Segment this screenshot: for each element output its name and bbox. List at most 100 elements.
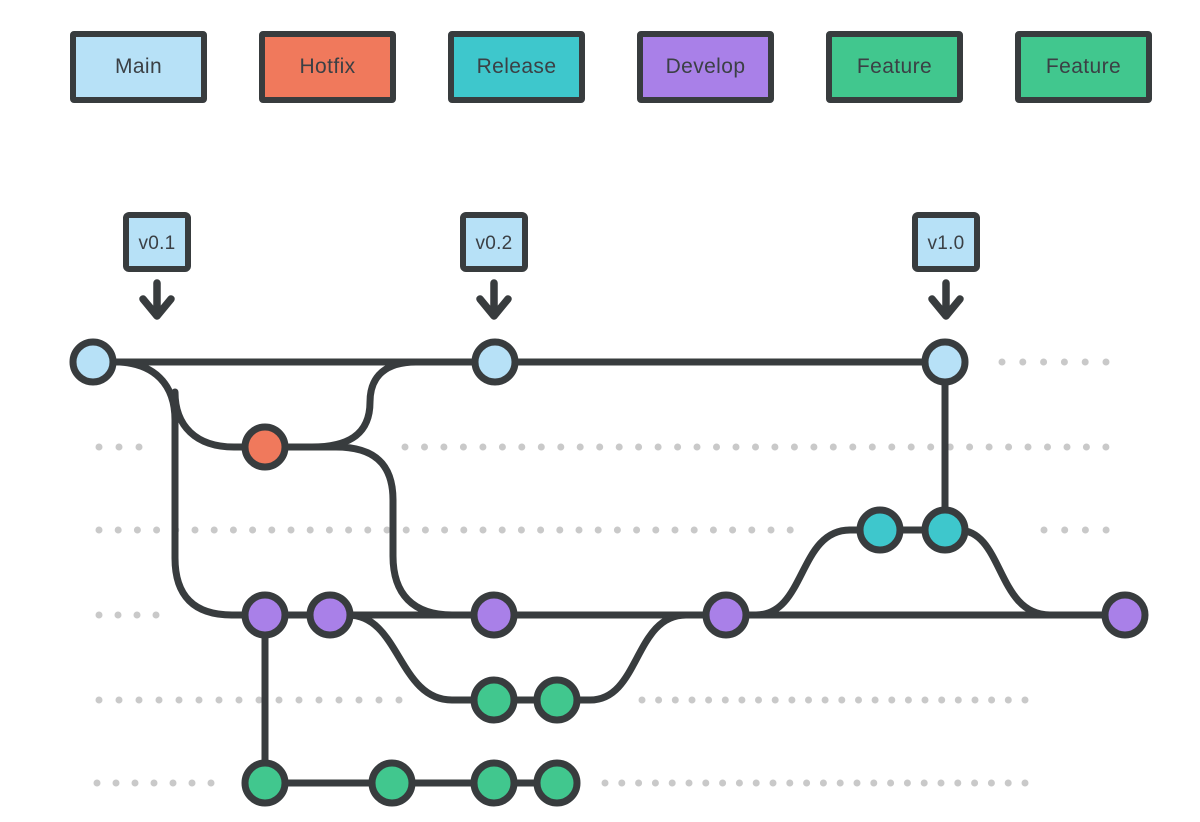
lane-dot xyxy=(295,696,303,704)
lane-dot xyxy=(927,443,935,451)
lane-dot xyxy=(1040,526,1048,534)
lane-dot xyxy=(748,526,756,534)
lane-dot xyxy=(903,779,911,787)
lane-dot xyxy=(920,779,928,787)
lane-dot xyxy=(95,443,103,451)
lane-dot xyxy=(133,526,141,534)
lane-dot xyxy=(421,443,428,451)
lane-dot xyxy=(618,779,626,787)
legend-item-feature-5: Feature xyxy=(1015,31,1152,103)
lane-dot xyxy=(575,526,583,534)
lane-dot xyxy=(966,443,974,451)
lane-dot xyxy=(971,696,979,704)
lane-dot xyxy=(907,443,915,451)
arrow-down-icon xyxy=(928,279,964,320)
lane-dot xyxy=(175,696,183,704)
arrow-down-icon xyxy=(476,279,512,320)
lane-dot xyxy=(498,443,506,451)
lane-dot xyxy=(1063,443,1071,451)
lane-dot xyxy=(517,526,525,534)
lane-dot xyxy=(702,779,710,787)
lane-dot xyxy=(441,526,449,534)
lane-dot xyxy=(306,526,314,534)
lane-dot xyxy=(849,443,857,451)
lane-dot xyxy=(771,696,779,704)
branch-develop-to-release xyxy=(752,526,884,619)
lane-dot xyxy=(752,779,760,787)
lane-dot xyxy=(287,526,295,534)
commit-main-2 xyxy=(471,338,519,386)
lane-dot xyxy=(688,696,696,704)
lane-dot xyxy=(383,526,391,534)
commit-feature1-1 xyxy=(470,676,518,724)
lane-dot xyxy=(685,779,693,787)
feature2-lane-dots-left xyxy=(93,779,215,787)
lane-dot xyxy=(735,779,743,787)
lane-dot xyxy=(557,443,565,451)
lane-dot xyxy=(671,526,679,534)
lane-dot xyxy=(652,526,660,534)
version-tag-v0.1: v0.1 xyxy=(123,212,191,320)
lane-dot xyxy=(1040,358,1048,366)
lane-dot xyxy=(479,443,487,451)
lane-dot xyxy=(421,526,429,534)
lane-dot xyxy=(887,779,895,787)
lane-dot xyxy=(655,696,663,704)
lane-dot xyxy=(868,443,876,451)
lane-dot xyxy=(788,696,796,704)
lane-dot xyxy=(375,696,383,704)
lane-dot xyxy=(395,696,403,704)
lane-dot xyxy=(767,526,775,534)
lane-dot xyxy=(674,443,682,451)
lane-dot xyxy=(229,526,237,534)
lane-dot xyxy=(613,526,621,534)
lane-dot xyxy=(135,443,143,451)
lane-dot xyxy=(268,526,276,534)
lane-dot xyxy=(855,696,862,704)
lane-dot xyxy=(938,696,946,704)
lane-dot xyxy=(153,526,161,534)
lane-dot xyxy=(1102,443,1110,451)
lane-dot xyxy=(131,779,139,787)
lane-dot xyxy=(771,443,779,451)
version-tag-label: v0.1 xyxy=(138,233,175,254)
lane-dot xyxy=(235,696,243,704)
lane-dot xyxy=(713,443,720,451)
lane-dot xyxy=(888,443,896,451)
release-lane-dots-right xyxy=(1040,526,1110,534)
lane-dot xyxy=(821,696,829,704)
lane-dot xyxy=(133,611,141,619)
lane-dot xyxy=(150,779,158,787)
lane-dot xyxy=(921,696,929,704)
lane-dot xyxy=(888,696,896,704)
hotfix-lane-dots-left xyxy=(95,443,143,451)
commits-layer xyxy=(69,338,1149,807)
lane-dot xyxy=(638,696,646,704)
lane-dot xyxy=(998,358,1006,366)
lane-dot xyxy=(738,696,746,704)
lane-dot xyxy=(786,779,794,787)
lane-dot xyxy=(601,779,609,787)
lane-dot xyxy=(654,443,662,451)
legend-item-develop-3: Develop xyxy=(637,31,774,103)
lane-dot xyxy=(904,696,912,704)
branch-main-to-hotfix xyxy=(171,388,270,451)
lane-dot xyxy=(335,696,343,704)
lane-dot xyxy=(1005,443,1013,451)
lane-dot xyxy=(1044,443,1051,451)
lane-dot xyxy=(594,526,602,534)
lane-dot xyxy=(95,696,103,704)
merge-feature1-to-develop xyxy=(553,611,690,704)
commit-main-3 xyxy=(921,338,969,386)
branch-develop-to-feature1 xyxy=(344,611,498,704)
lane-dot xyxy=(112,779,120,787)
lane-dot xyxy=(169,779,177,787)
lane-dot xyxy=(838,696,846,704)
version-tag-box xyxy=(912,212,980,272)
commit-feature2-2 xyxy=(368,759,416,807)
legend-item-release-2: Release xyxy=(448,31,585,103)
lane-dot xyxy=(870,779,878,787)
lane-dot xyxy=(207,779,215,787)
